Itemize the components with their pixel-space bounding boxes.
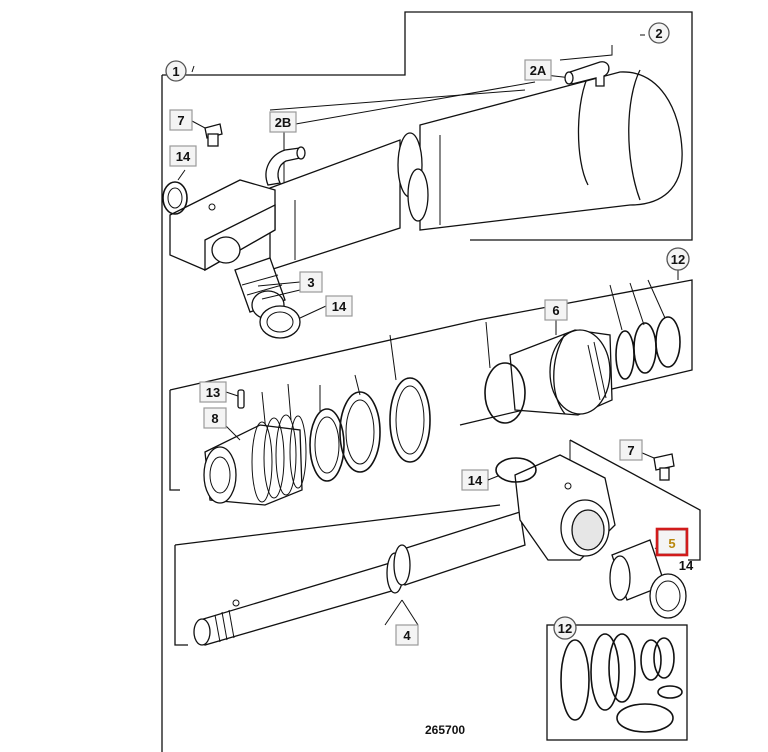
piston-group-outline (169, 270, 693, 491)
callout-14-top-text: 14 (176, 149, 191, 164)
seal-kit-box (546, 624, 688, 741)
callout-12-top-text: 12 (671, 252, 685, 267)
callout-12-top: 12 (666, 247, 690, 271)
callout-1: 1 (165, 60, 187, 82)
callout-14-bush-text: 14 (679, 558, 694, 573)
callout-2b-text: 2B (275, 115, 292, 130)
callout-7-right-text: 7 (627, 443, 634, 458)
o-ring-large (484, 321, 526, 424)
callout-1-text: 1 (172, 64, 179, 79)
callout-4: 4 (395, 624, 419, 646)
callout-14-bush: 14 (679, 558, 694, 573)
callout-2a-text: 2A (530, 63, 547, 78)
highlight-box (655, 527, 689, 557)
bush-5 (609, 539, 687, 619)
callout-3: 3 (299, 271, 323, 293)
callout-5-text: 5 (668, 536, 675, 551)
callout-14-rod-text: 14 (332, 299, 347, 314)
rod-eye (495, 454, 616, 561)
piston-rings-right (609, 279, 681, 380)
leaders-rod-seals (257, 281, 327, 319)
callout-6: 6 (544, 299, 568, 321)
callout-12-bottom-text: 12 (558, 621, 572, 636)
callout-2: 2 (648, 22, 670, 44)
callout-8: 8 (203, 407, 227, 429)
seal-14-base (162, 169, 188, 215)
callout-8-text: 8 (211, 411, 218, 426)
pipe-stubs (265, 61, 610, 186)
piston-rod (193, 511, 526, 646)
callout-7-top: 7 (169, 109, 193, 131)
callout-5: 5 (655, 527, 689, 557)
callout-14-eye-text: 14 (468, 473, 483, 488)
callout-12-bottom: 12 (553, 616, 577, 640)
callout-14-top: 14 (169, 145, 197, 167)
cylinder-tube (269, 69, 683, 271)
piston (509, 318, 613, 416)
callout-13: 13 (199, 381, 227, 403)
callout-6-text: 6 (552, 303, 559, 318)
callout-14-eye: 14 (461, 469, 499, 491)
gland-head (203, 414, 307, 506)
callout-7-top-text: 7 (177, 113, 184, 128)
callout-13-text: 13 (206, 385, 220, 400)
callout-2b: 2B (269, 111, 297, 133)
callout-2a: 2A (524, 59, 552, 81)
grease-nipple-right (639, 451, 675, 481)
reference-number: 265700 (425, 723, 465, 737)
callout-7-right: 7 (619, 439, 643, 461)
barrel-group-outline (161, 11, 693, 752)
callout-14-rod: 14 (325, 295, 353, 317)
gland-rings (261, 334, 431, 482)
cylinder-base (169, 179, 301, 339)
callout-2-text: 2 (655, 26, 662, 41)
pin-13 (225, 389, 245, 409)
grease-nipple-top (191, 120, 223, 147)
callout-3-text: 3 (307, 275, 314, 290)
callout-4-text: 4 (403, 628, 411, 643)
